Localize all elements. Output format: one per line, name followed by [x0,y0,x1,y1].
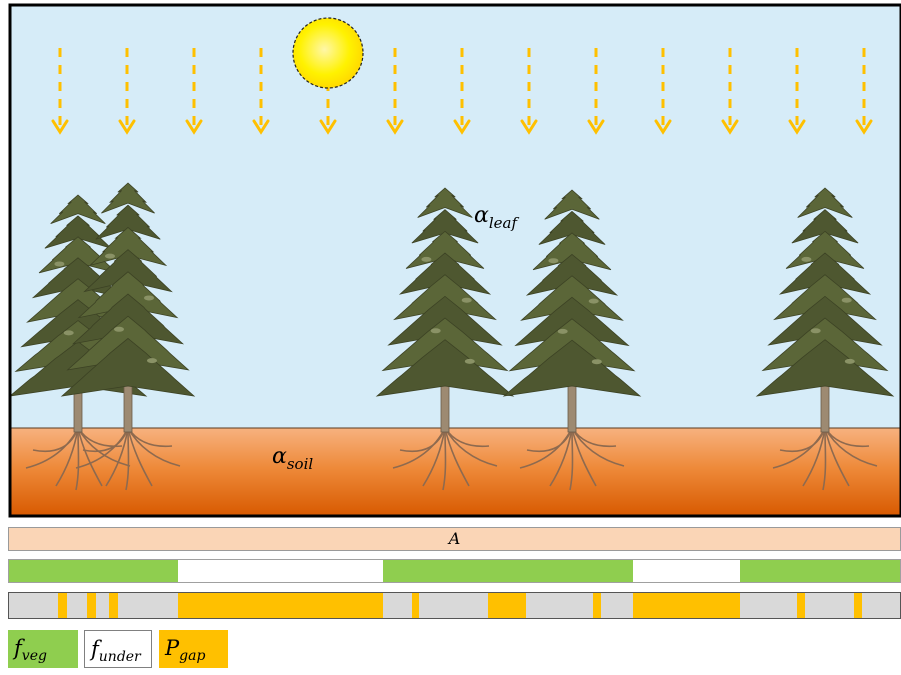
gap-segment [854,593,862,618]
canopy-scene: αleaf αsoil [0,0,901,520]
vegetation-segment [383,560,632,582]
understory-segment [633,560,740,582]
gap-probability-bar [8,592,901,619]
understory-segment [178,560,383,582]
gap-segment [109,593,118,618]
gap-segment [87,593,96,618]
legend-funder: funder [84,630,152,668]
area-label: A [449,529,461,548]
vegetation-segment [740,560,900,582]
vegetation-fraction-bar [8,559,901,583]
gap-segment [797,593,805,618]
legend-fveg: fveg [8,630,78,668]
legend-pgap: Pgap [159,630,228,668]
gap-segment [58,593,67,618]
vegetation-segment [9,560,178,582]
gap-segment [593,593,600,618]
gap-segment [412,593,419,618]
gap-segment [488,593,525,618]
area-bar: A [8,527,901,551]
sun-icon [293,18,363,88]
gap-segment [178,593,383,618]
gap-segment [633,593,740,618]
